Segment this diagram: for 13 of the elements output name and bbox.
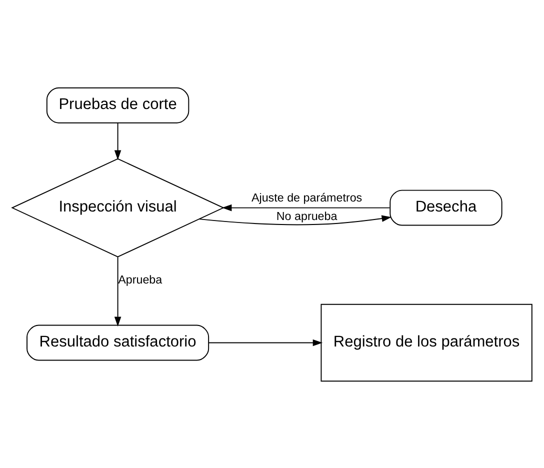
arrow [222, 204, 390, 211]
node-box: Registro de los parámetros [320, 303, 532, 382]
arrow [198, 214, 392, 225]
edge-label: Aprueba [118, 273, 162, 286]
arrow [114, 256, 122, 326]
node-box: Desecha [390, 189, 502, 226]
node-diamond: Inspección visual [11, 158, 224, 257]
arrow [114, 122, 122, 160]
arrow [208, 338, 323, 346]
node-box: Resultado satisfactorio [26, 324, 210, 360]
edge-label: No aprueba [276, 210, 338, 223]
edge-label: Ajuste de parámetros [251, 191, 362, 204]
node-box: Pruebas de corte [46, 86, 190, 123]
